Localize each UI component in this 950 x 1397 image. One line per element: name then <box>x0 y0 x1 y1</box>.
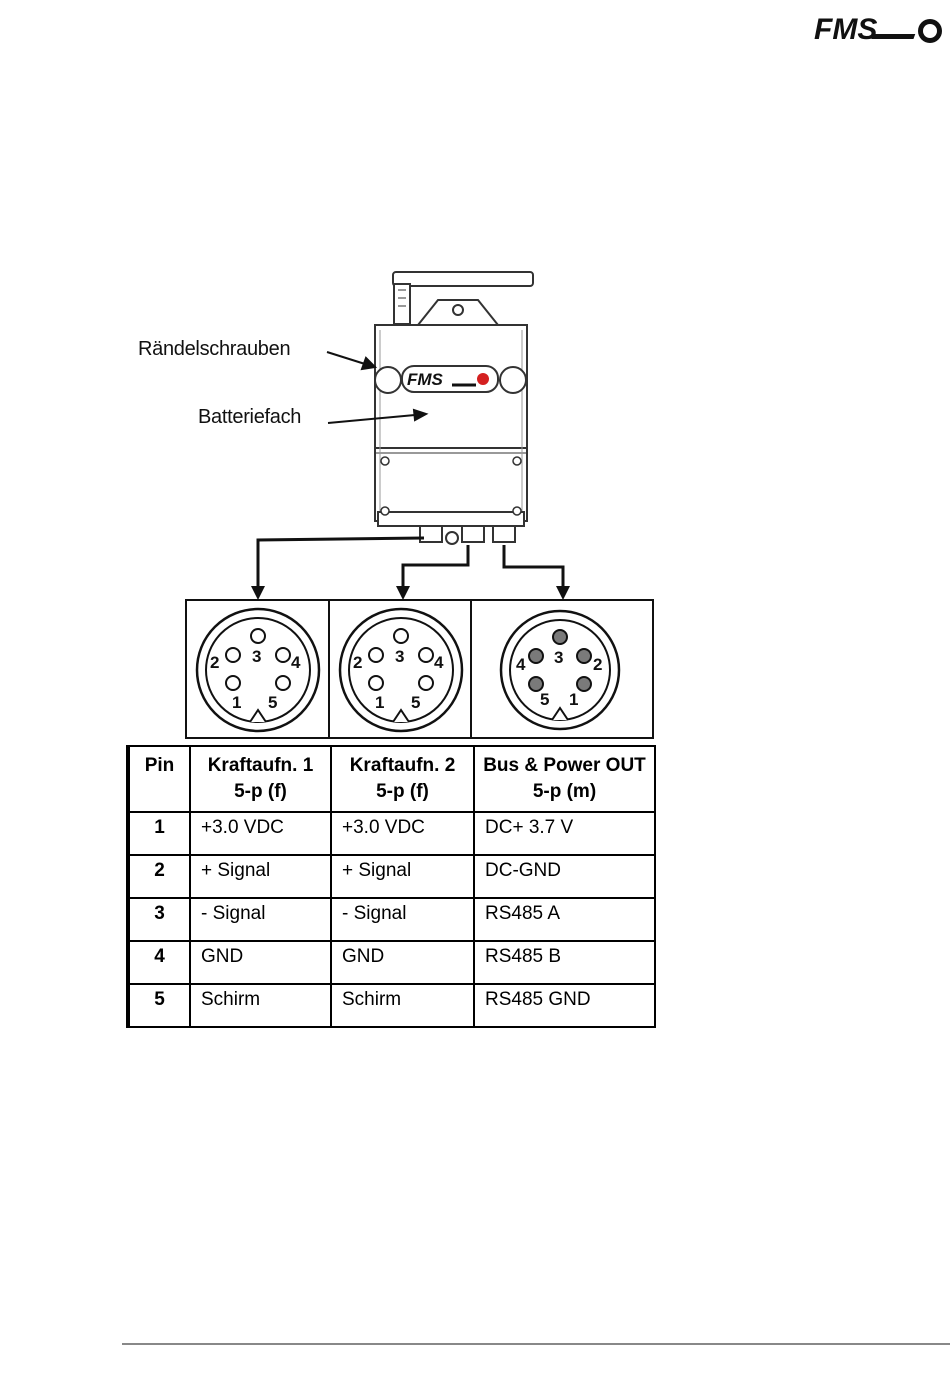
device-ports <box>420 526 515 544</box>
cell-bus: RS485 B <box>474 941 655 984</box>
cell-kraftaufn1: - Signal <box>190 898 331 941</box>
cell-kraftaufn2: + Signal <box>331 855 474 898</box>
callout-battery: Batteriefach <box>198 406 301 429</box>
arrowheads <box>251 586 570 600</box>
cell-kraftaufn1: + Signal <box>190 855 331 898</box>
cell-kraftaufn2: +3.0 VDC <box>331 812 474 855</box>
table-row: 5 Schirm Schirm RS485 GND <box>128 984 655 1027</box>
cell-bus: DC+ 3.7 V <box>474 812 655 855</box>
pin-label: 3 <box>252 647 261 666</box>
cell-bus: RS485 GND <box>474 984 655 1027</box>
cell-bus: DC-GND <box>474 855 655 898</box>
table-row: 2 + Signal + Signal DC-GND <box>128 855 655 898</box>
footer-divider <box>122 1343 950 1345</box>
device-diagram: FMS <box>0 0 950 745</box>
connector-kraftaufn1-icon: 3 2 4 1 5 <box>197 609 319 731</box>
pin-label: 3 <box>395 647 404 666</box>
connector-bus-power-out-icon: 3 4 2 5 1 <box>501 611 619 729</box>
callout-thumbscrews: Rändelschrauben <box>138 338 290 361</box>
cell-kraftaufn2: GND <box>331 941 474 984</box>
pin-label: 1 <box>232 693 241 712</box>
pin-number: 1 <box>128 812 190 855</box>
pin-label: 1 <box>569 690 578 709</box>
cell-kraftaufn1: Schirm <box>190 984 331 1027</box>
cell-kraftaufn1: GND <box>190 941 331 984</box>
header-pin: Pin <box>128 746 190 812</box>
cell-kraftaufn2: Schirm <box>331 984 474 1027</box>
pin-label: 5 <box>411 693 420 712</box>
pin-number: 3 <box>128 898 190 941</box>
thumbscrew-right <box>500 367 526 393</box>
pin-label: 3 <box>554 648 563 667</box>
connector-kraftaufn2-icon: 3 2 4 1 5 <box>340 609 462 731</box>
pin-label: 1 <box>375 693 384 712</box>
device-badge: FMS <box>402 366 498 392</box>
pin-number: 2 <box>128 855 190 898</box>
table-row: 1 +3.0 VDC +3.0 VDC DC+ 3.7 V <box>128 812 655 855</box>
cell-bus: RS485 A <box>474 898 655 941</box>
device-badge-text: FMS <box>407 370 444 389</box>
wiring-lines <box>258 538 563 590</box>
pin-number: 5 <box>128 984 190 1027</box>
pin-number: 4 <box>128 941 190 984</box>
cell-kraftaufn1: +3.0 VDC <box>190 812 331 855</box>
device-housing <box>375 325 527 526</box>
table-row: 4 GND GND RS485 B <box>128 941 655 984</box>
status-led <box>477 373 489 385</box>
pin-label: 5 <box>268 693 277 712</box>
pin-label: 4 <box>516 655 526 674</box>
pin-label: 2 <box>353 653 362 672</box>
table-row: 3 - Signal - Signal RS485 A <box>128 898 655 941</box>
pin-label: 2 <box>210 653 219 672</box>
thumbscrew-left <box>375 367 401 393</box>
pin-label: 4 <box>434 653 444 672</box>
pin-label: 2 <box>593 655 602 674</box>
pin-label: 4 <box>291 653 301 672</box>
cell-kraftaufn2: - Signal <box>331 898 474 941</box>
pin-label: 5 <box>540 690 549 709</box>
